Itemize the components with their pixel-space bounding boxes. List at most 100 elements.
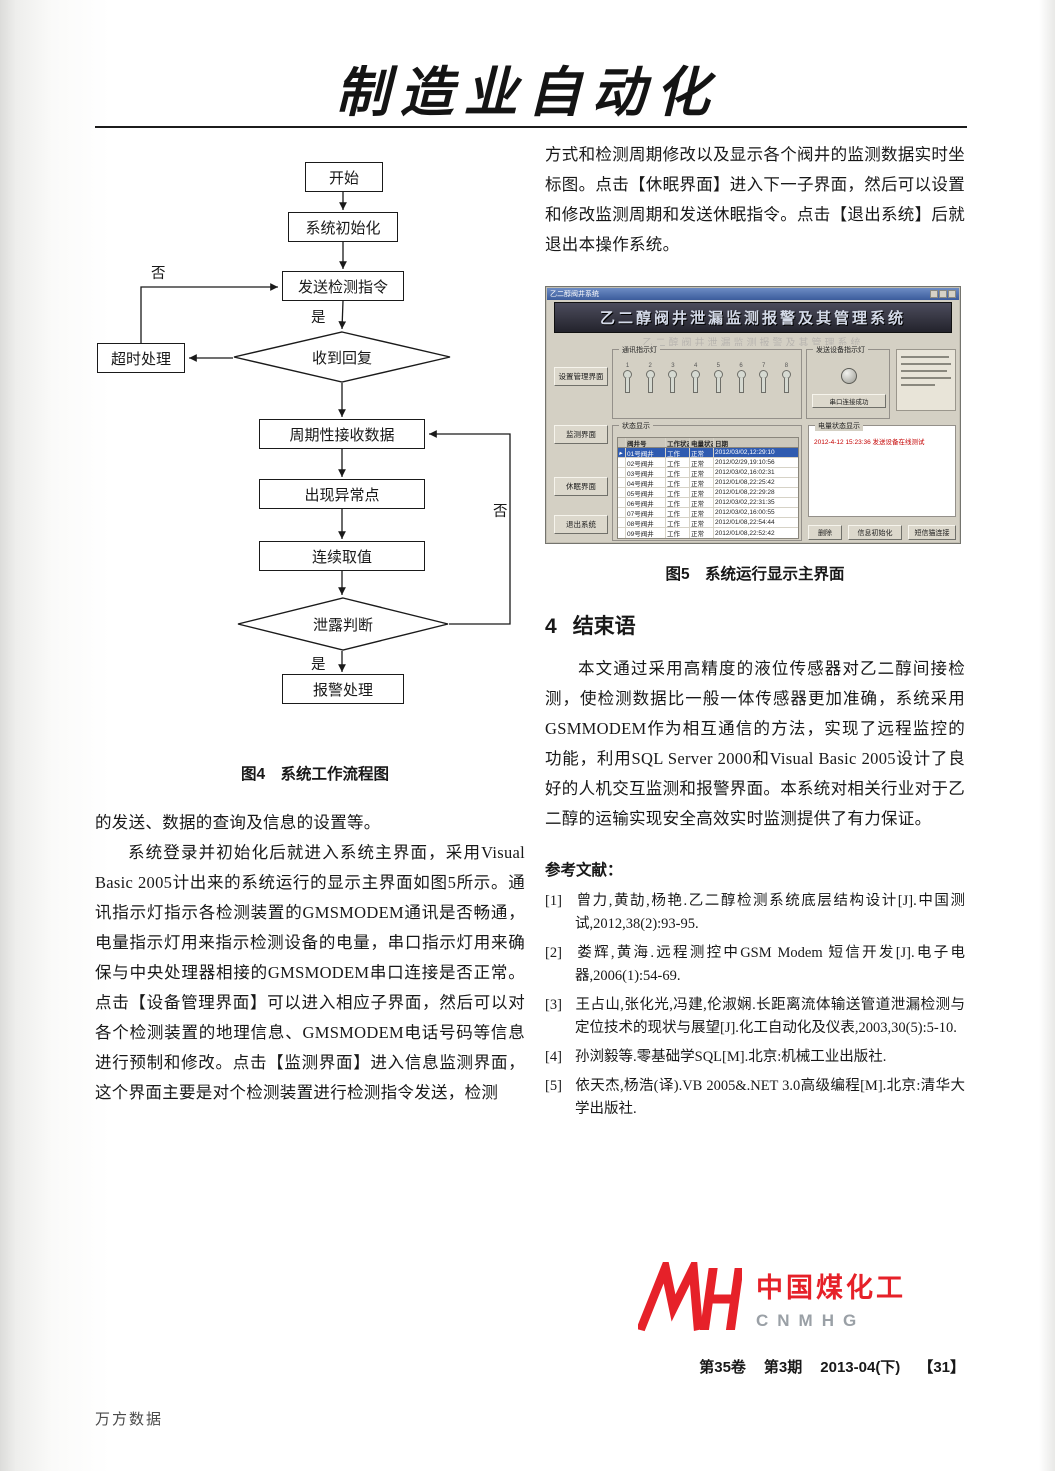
nav-button-monitor[interactable]: 监测界面 (554, 425, 608, 444)
maximize-icon[interactable] (939, 290, 947, 298)
note-text-line (901, 384, 935, 386)
minimize-icon[interactable] (930, 290, 938, 298)
figure4-caption: 图4 系统工作流程图 (240, 766, 390, 783)
logo-latin-name: CNMHG (756, 1310, 866, 1330)
flow-node-init: 系统初始化 (288, 212, 398, 242)
row-selector-icon: ▸ (619, 449, 623, 457)
window-title: 乙二醇阀井系统 (550, 291, 599, 298)
right-column: 方式和检测周期修改以及显示各个阀井的监测数据实时坐标图。点击【休眠界面】进入下一… (545, 140, 965, 1127)
footer-issue: 第3期 (763, 1359, 803, 1376)
flowchart-connectors (140, 192, 511, 672)
table-header-row: 阀井号 工作状态 电量状态 日期 (618, 438, 798, 448)
flow-node-timeout: 超时处理 (97, 343, 185, 373)
indicator-lamp: 7 (757, 362, 770, 393)
cnmhg-logo-mark-icon (638, 1262, 742, 1332)
section-number: 4 (545, 615, 557, 638)
wanfang-watermark: 万方数据 (95, 1412, 164, 1428)
lamp-stem (670, 378, 676, 393)
nav-button-exit[interactable]: 退出系统 (554, 515, 608, 534)
paragraph: 系统登录并初始化后就进入系统主界面，采用Visual Basic 2005计出来… (95, 843, 525, 1102)
device-lamp-icon (841, 368, 857, 384)
indicator-lamp: 1 (621, 362, 634, 393)
logo-chinese-name: 中国煤化工 (756, 1272, 906, 1303)
indicator-lamp: 4 (689, 362, 702, 393)
section-title: 结束语 (572, 615, 636, 638)
flow-node-alarm: 报警处理 (282, 674, 404, 704)
cnmhg-logo: 中国煤化工 CNMHG (638, 1262, 906, 1334)
lamp-stem (647, 378, 653, 393)
device-group-label: 发送设备指示灯 (813, 345, 868, 355)
paragraph: 的发送、数据的查询及信息的设置等。 (95, 813, 381, 832)
figure5-caption: 图5 系统运行显示主界面 (665, 566, 845, 583)
flow-label-yes-leak: 是 (311, 657, 326, 673)
indicator-lamp: 5 (712, 362, 725, 393)
serial-connect-button[interactable]: 串口连接成功 (812, 394, 886, 408)
references-list: [1]曾力,黄劼,杨艳.乙二醇检测系统底层结构设计[J].中国测试,2012,3… (545, 890, 965, 1121)
lamp-stem (738, 378, 744, 393)
flow-label-no-timeout: 否 (151, 266, 166, 282)
lamp-stem (625, 378, 630, 393)
close-icon[interactable] (948, 290, 956, 298)
note-text-line (901, 363, 951, 365)
note-text-line (901, 377, 951, 379)
journal-title: 制造业自动化 (335, 60, 720, 124)
app-banner: 乙二醇阀井泄漏监测报警及其管理系统 (554, 302, 952, 333)
comm-lamps: 1 2 3 4 5 6 7 8 (621, 362, 793, 412)
flow-node-reply: 收到回复 (233, 331, 451, 383)
lamp-stem (715, 378, 721, 393)
flow-node-sample: 连续取值 (259, 541, 425, 571)
indicator-lamp: 6 (735, 362, 748, 393)
indicator-lamp: 2 (644, 362, 657, 393)
info-init-button[interactable]: 信息初始化 (848, 525, 902, 540)
status-group-label: 状态显示 (619, 421, 653, 431)
logo-text: 中国煤化工 CNMHG (756, 1266, 906, 1331)
reference-item: [2]娄辉,黄海.远程测控中GSM Modem 短信开发[J].电子电器,200… (545, 945, 965, 984)
section-heading: 4 结束语 (545, 610, 965, 640)
window-control-buttons[interactable] (930, 290, 956, 298)
flow-node-leak: 泄露判断 (237, 597, 449, 651)
note-panel (896, 349, 956, 411)
nav-button-sleep[interactable]: 休眠界面 (554, 477, 608, 496)
device-indicator-group: 发送设备指示灯 串口连接成功 (806, 345, 890, 419)
reference-item: [3]王占山,张化光,冯建,伦淑娴.长距离流体输送管道泄漏检测与定位技术的现状与… (545, 997, 965, 1036)
reference-item: [4]孙浏毅等.零基础学SQL[M].北京:机械工业出版社. (545, 1049, 887, 1065)
app-banner-ghost: 乙二醇阀井泄漏监测报警及其管理系统 (642, 338, 864, 346)
reference-item: [5]依天杰,杨浩(译).VB 2005&.NET 3.0高级编程[M].北京:… (545, 1078, 965, 1117)
left-body-text: 的发送、数据的查询及信息的设置等。 系统登录并初始化后就进入系统主界面，采用Vi… (95, 808, 525, 1108)
paragraph: 本文通过采用高精度的液位传感器对乙二醇间接检测，使检测数据比一般一体传感器更加准… (545, 659, 965, 828)
lamp-stem (761, 378, 767, 393)
indicator-lamp: 3 (666, 362, 679, 393)
indicator-lamp: 8 (780, 362, 793, 393)
flow-node-receive: 周期性接收数据 (259, 419, 425, 449)
footer-date: 2013-04(下) (820, 1359, 901, 1376)
paragraph: 方式和检测周期修改以及显示各个阀井的监测数据实时坐标图。点击【休眠界面】进入下一… (545, 145, 965, 254)
footer-page-number: 【31】 (918, 1359, 965, 1376)
footer-volume: 第35卷 (699, 1359, 746, 1376)
status-display-group: 状态显示 阀井号 工作状态 电量状态 日期 ▸ 01号阀井工作正常2012/03… (612, 421, 802, 541)
flowchart-figure4: 开始 系统初始化 发送检测指令 超时处理 收到回复 周期性接收数据 出现异常点 … (95, 150, 535, 746)
delete-button[interactable]: 删除 (808, 525, 842, 540)
comm-group-label: 通讯指示灯 (619, 345, 660, 355)
sms-modem-button[interactable]: 短信猫连接 (908, 525, 956, 540)
flow-node-send: 发送检测指令 (282, 271, 404, 301)
note-text-line (901, 356, 949, 358)
nav-button-settings[interactable]: 设置管理界面 (554, 367, 608, 386)
flow-node-start: 开始 (305, 162, 383, 192)
footer-issue-line: 第35卷 第3期 2013-04(下) 【31】 (699, 1356, 965, 1377)
left-column: 开始 系统初始化 发送检测指令 超时处理 收到回复 周期性接收数据 出现异常点 … (95, 150, 535, 1108)
header-rule (95, 126, 967, 128)
battery-display-group: 电量状态显示 2012-4-12 15:23:36 发送设备在线测试 (808, 421, 956, 517)
note-text-line (901, 370, 947, 372)
lamp-stem (783, 378, 789, 393)
comm-indicator-group: 通讯指示灯 1 2 3 4 5 6 7 8 (612, 345, 802, 419)
